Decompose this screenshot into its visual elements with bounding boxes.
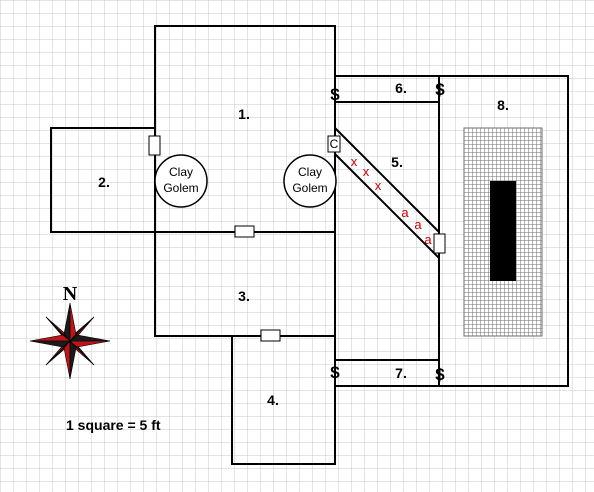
trap-mark-a-2: a (414, 217, 422, 232)
room-3-label: 3. (238, 288, 250, 304)
corridor-5-wall-upper (334, 127, 440, 233)
door-room5-room8 (433, 233, 446, 254)
room-8-label: 8. (497, 97, 509, 113)
doors: C (148, 135, 446, 342)
door-c-letter: C (330, 137, 339, 151)
trap-mark-a-3: a (424, 232, 432, 247)
room-2-walls (50, 127, 155, 233)
trap-mark-x-1: x (351, 154, 358, 169)
map-scale-text: 1 square = 5 ft (66, 417, 161, 433)
room-4-walls (231, 336, 336, 465)
clay-golem-left-token (154, 154, 208, 208)
corridor-5-marks: x x x a a a (351, 154, 433, 247)
door-room1-room2 (148, 135, 161, 156)
clay-golem-right-token (283, 154, 337, 208)
clay-golem-left-line1: Clay (169, 165, 193, 179)
room-8-black-pillar (490, 181, 516, 281)
room-2-label: 2. (98, 174, 110, 190)
secret-doors: $ $ $ $ (330, 80, 445, 384)
room-5-label: 5. (391, 154, 403, 170)
room-6-walls (335, 75, 569, 387)
room-6-label: 6. (395, 80, 407, 96)
trap-mark-a-1: a (401, 205, 409, 220)
clay-golem-left: Clay Golem (154, 154, 208, 208)
room-1-label: 1. (238, 106, 250, 122)
secret-door-6-west: $ (330, 85, 340, 104)
trap-mark-x-3: x (375, 178, 382, 193)
clay-golem-right: Clay Golem (283, 154, 337, 208)
clay-golem-right-line1: Clay (298, 165, 322, 179)
walls (50, 25, 569, 465)
door-room3-room4 (260, 329, 281, 342)
door-room1-room3 (234, 225, 255, 238)
door-c-marker (327, 135, 341, 153)
room-7-label: 7. (395, 365, 407, 381)
compass-north-letter: N (63, 283, 78, 305)
room-3-walls (154, 232, 336, 337)
secret-door-7-east: $ (435, 365, 445, 384)
compass-cardinal-points (29, 302, 111, 380)
trap-mark-x-2: x (363, 164, 370, 179)
corridor-5-wall-lower (334, 153, 440, 259)
compass-rose: N (29, 283, 111, 380)
secret-door-6-east: $ (435, 80, 445, 99)
clay-golem-left-line2: Golem (163, 181, 198, 195)
secret-door-7-west: $ (330, 363, 340, 382)
clay-golem-right-line2: Golem (292, 181, 327, 195)
room-4-label: 4. (267, 392, 279, 408)
